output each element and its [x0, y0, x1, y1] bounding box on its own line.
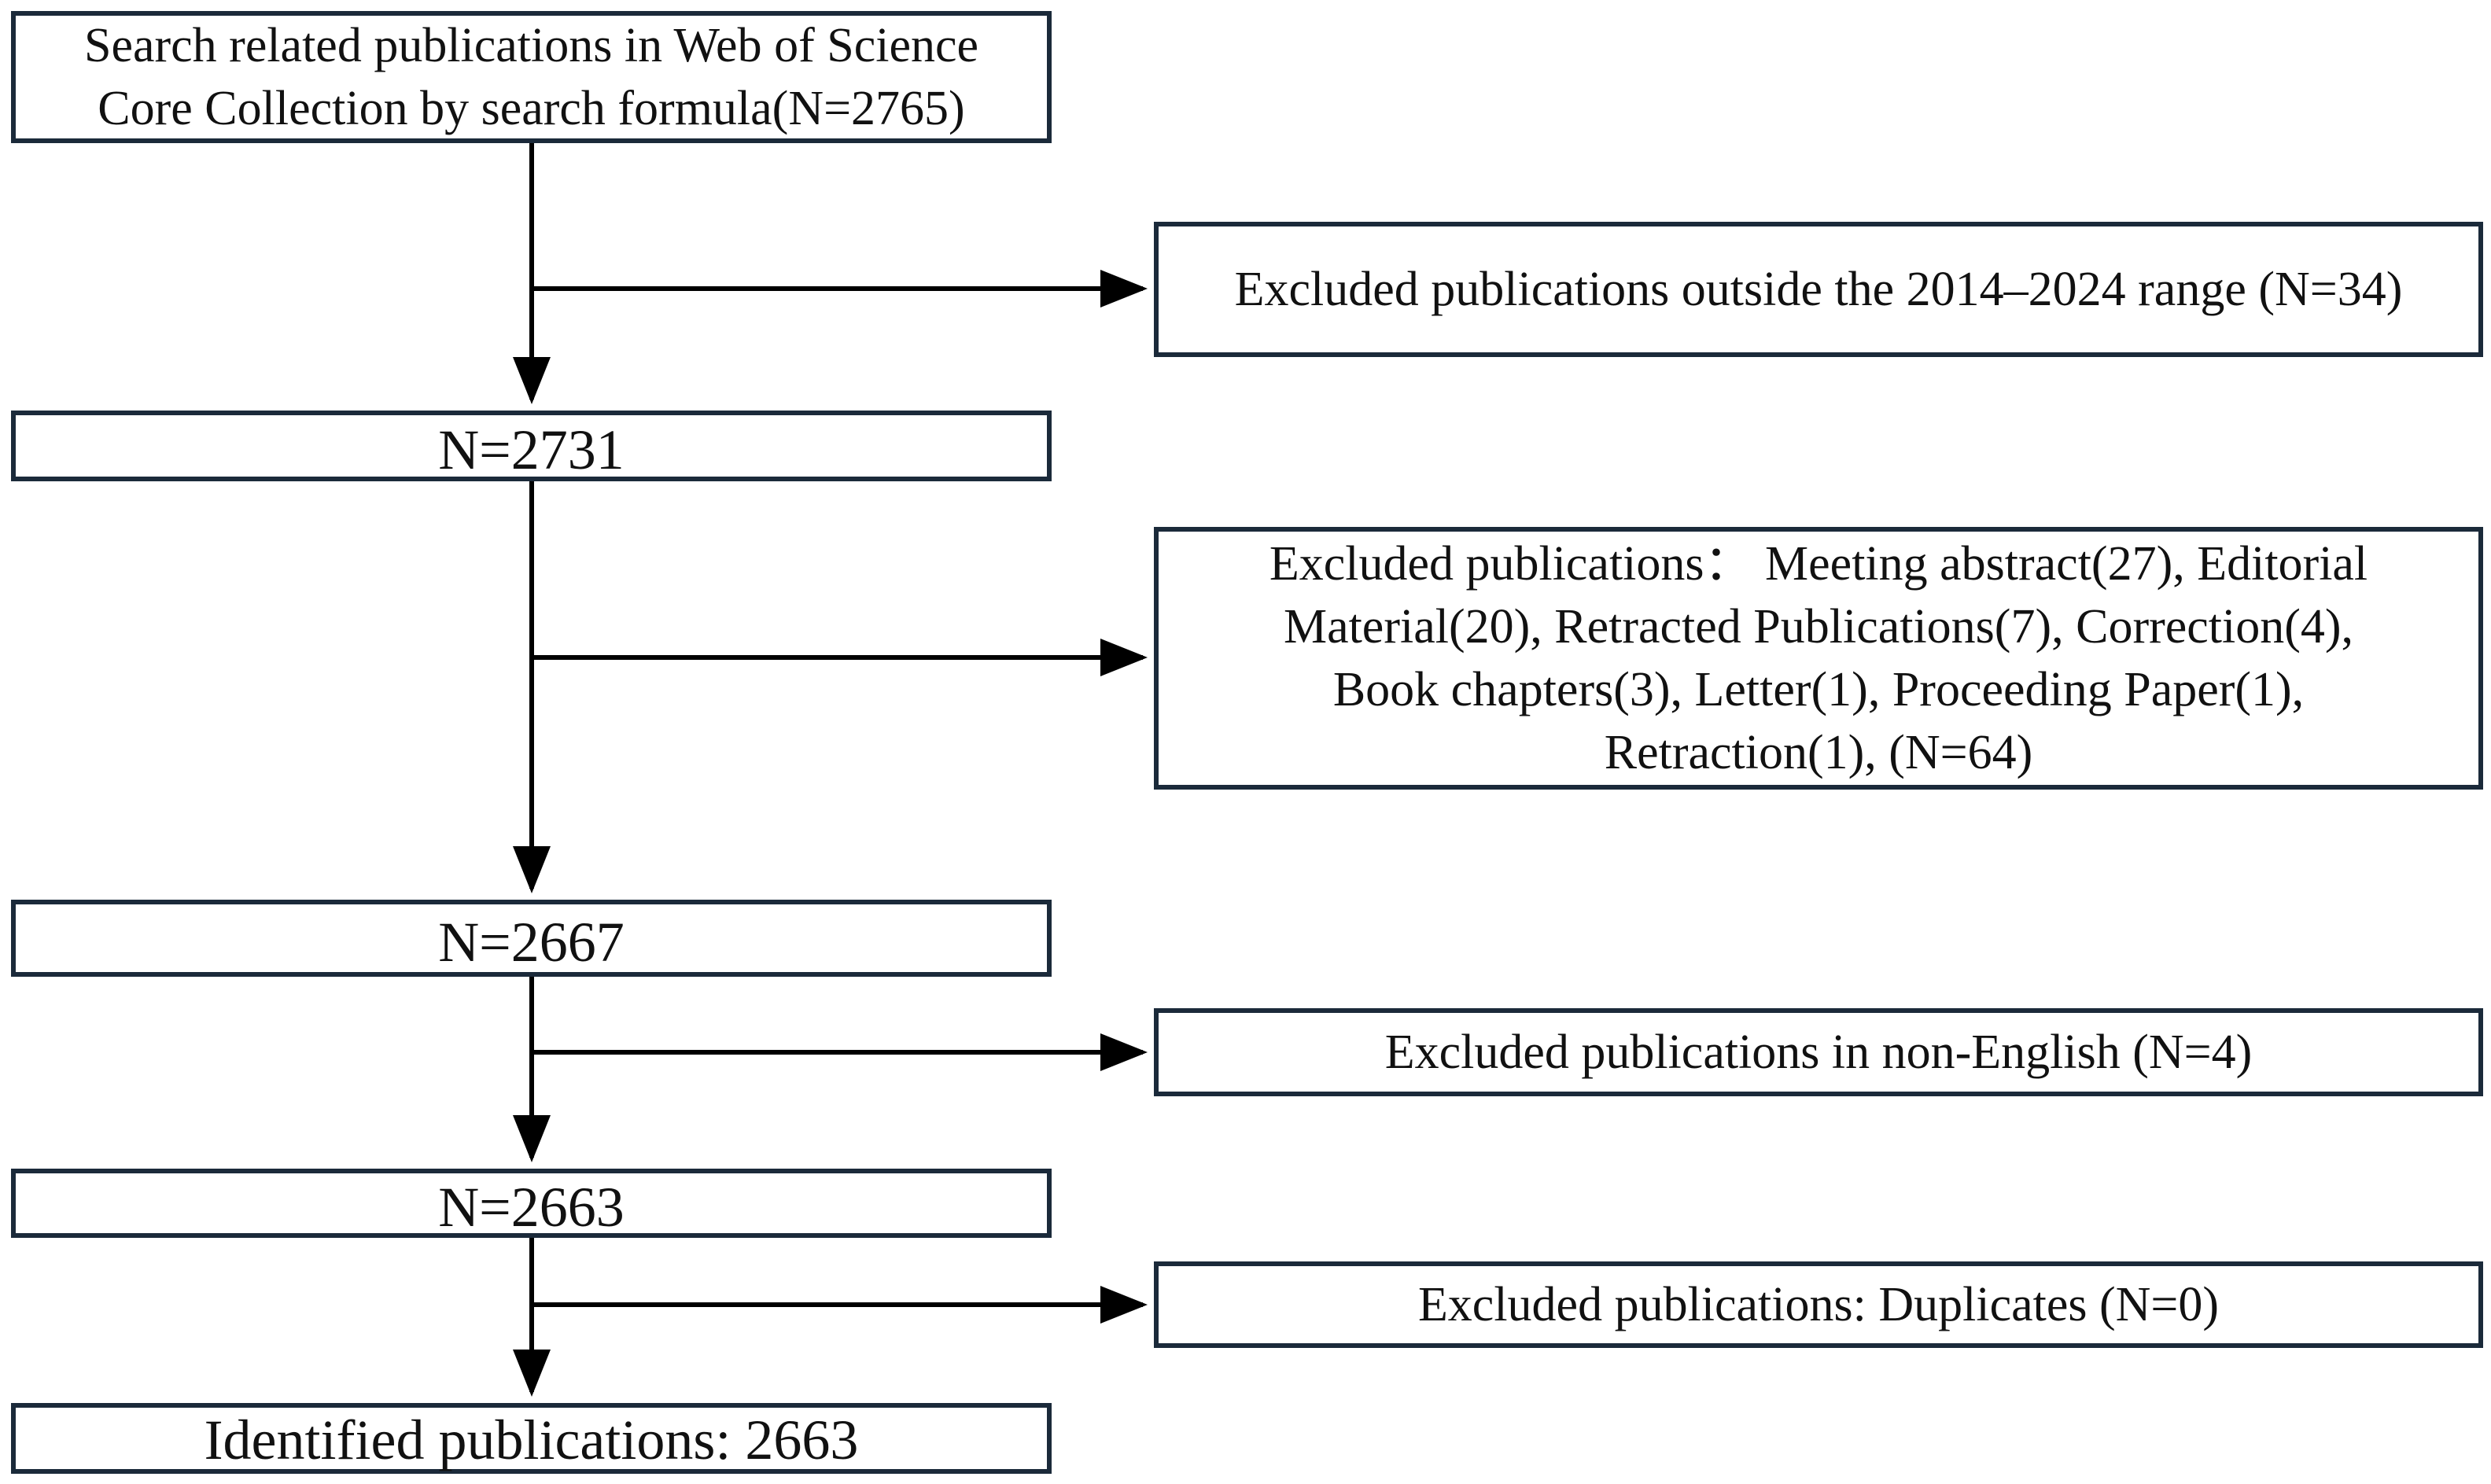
- exclusion-document-type-line-3: Book chapters(3), Letter(1), Proceeding …: [1332, 663, 2305, 716]
- identified-publications-box: Identified publications: 2663: [11, 1403, 1052, 1474]
- count-after-date-filter: N=2731: [438, 418, 625, 481]
- exclusion-duplicates-text: Excluded publications: Duplicates (N=0): [1417, 1278, 2220, 1331]
- count-box-after-type-filter: N=2667: [11, 900, 1052, 977]
- count-after-type-filter: N=2667: [438, 911, 625, 974]
- exclusion-document-type-line-1: Excluded publications： Meeting abstract(…: [1269, 537, 2368, 591]
- count-after-language-filter: N=2663: [438, 1176, 625, 1239]
- exclusion-language-text: Excluded publications in non-English (N=…: [1384, 1026, 2253, 1079]
- exclusion-box-date-range: Excluded publications outside the 2014–2…: [1154, 222, 2483, 357]
- identified-publications-text: Identified publications: 2663: [204, 1409, 859, 1471]
- exclusion-box-duplicates: Excluded publications: Duplicates (N=0): [1154, 1261, 2483, 1348]
- exclusion-box-document-type: Excluded publications： Meeting abstract(…: [1154, 527, 2483, 790]
- search-step-text: Search related publications in Web of Sc…: [84, 14, 978, 140]
- count-box-after-date-filter: N=2731: [11, 411, 1052, 481]
- exclusion-document-type-text: Excluded publications： Meeting abstract(…: [1269, 532, 2368, 784]
- count-box-after-language-filter: N=2663: [11, 1169, 1052, 1239]
- exclusion-document-type-line-4: Retraction(1), (N=64): [1604, 726, 2033, 779]
- exclusion-date-range-text: Excluded publications outside the 2014–2…: [1234, 263, 2403, 316]
- exclusion-box-language: Excluded publications in non-English (N=…: [1154, 1008, 2483, 1096]
- search-step-line-1: Search related publications in Web of Sc…: [83, 19, 978, 72]
- exclusion-document-type-line-2: Material(20), Retracted Publications(7),…: [1283, 600, 2354, 654]
- search-step-line-2: Core Collection by search formula(N=2765…: [98, 82, 965, 135]
- search-step-box: Search related publications in Web of Sc…: [11, 11, 1052, 143]
